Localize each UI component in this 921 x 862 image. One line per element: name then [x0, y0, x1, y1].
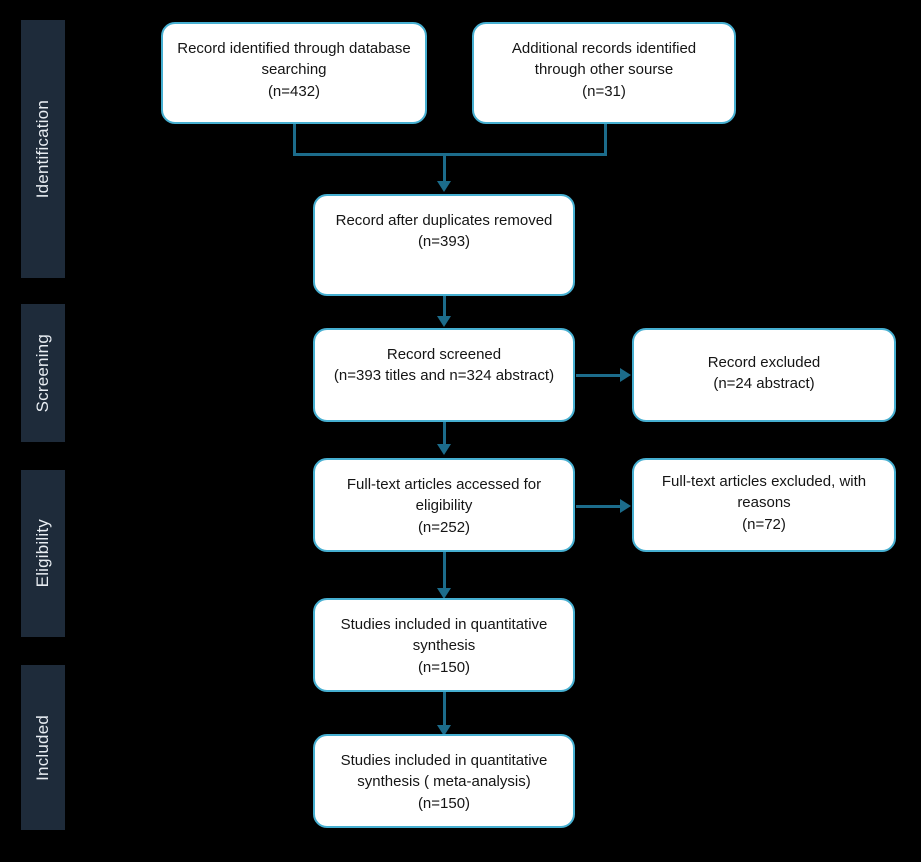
arrowhead-to-duplicates-removed [437, 181, 451, 192]
connector-screened-to-fulltext [443, 421, 446, 445]
box-records-screened[interactable]: Record screened (n=393 titles and n=324 … [313, 328, 575, 422]
box-records-excluded[interactable]: Record excluded (n=24 abstract) [632, 328, 896, 422]
stage-label-screening: Screening [33, 333, 52, 413]
box-records-identified-database[interactable]: Record identified through database searc… [161, 22, 427, 124]
stage-bar-included: Included [21, 665, 65, 830]
connector-quantitative-to-meta [443, 691, 446, 727]
connector-other-sources-down [604, 121, 607, 155]
arrowhead-to-fulltext-assessed [437, 444, 451, 455]
connector-fulltext-to-excluded [576, 505, 622, 508]
box-fulltext-articles-assessed[interactable]: Full-text articles accessed for eligibil… [313, 458, 575, 552]
stage-bar-screening: Screening [21, 304, 65, 442]
arrowhead-to-records-excluded [620, 368, 631, 382]
stage-bar-eligibility: Eligibility [21, 470, 65, 637]
box-fulltext-articles-excluded[interactable]: Full-text articles excluded, with reason… [632, 458, 896, 552]
connector-merge-down [443, 153, 446, 183]
connector-merge-horizontal [293, 153, 607, 156]
stage-label-included: Included [33, 714, 52, 781]
connector-duplicates-to-screened [443, 296, 446, 318]
box-records-after-duplicates-removed[interactable]: Record after duplicates removed (n=393) [313, 194, 575, 296]
box-additional-records-other-sources[interactable]: Additional records identified through ot… [472, 22, 736, 124]
arrowhead-to-quantitative-synthesis [437, 588, 451, 599]
arrowhead-to-records-screened [437, 316, 451, 327]
connector-db-search-down [293, 121, 296, 155]
arrowhead-to-fulltext-excluded [620, 499, 631, 513]
stage-label-identification: Identification [33, 99, 52, 199]
box-studies-quantitative-synthesis[interactable]: Studies included in quantitative synthes… [313, 598, 575, 692]
box-studies-meta-analysis[interactable]: Studies included in quantitative synthes… [313, 734, 575, 828]
connector-screened-to-excluded [576, 374, 622, 377]
stage-label-eligibility: Eligibility [33, 519, 52, 588]
arrowhead-to-meta-analysis [437, 725, 451, 736]
stage-bar-identification: Identification [21, 20, 65, 278]
connector-fulltext-to-quantitative [443, 552, 446, 590]
